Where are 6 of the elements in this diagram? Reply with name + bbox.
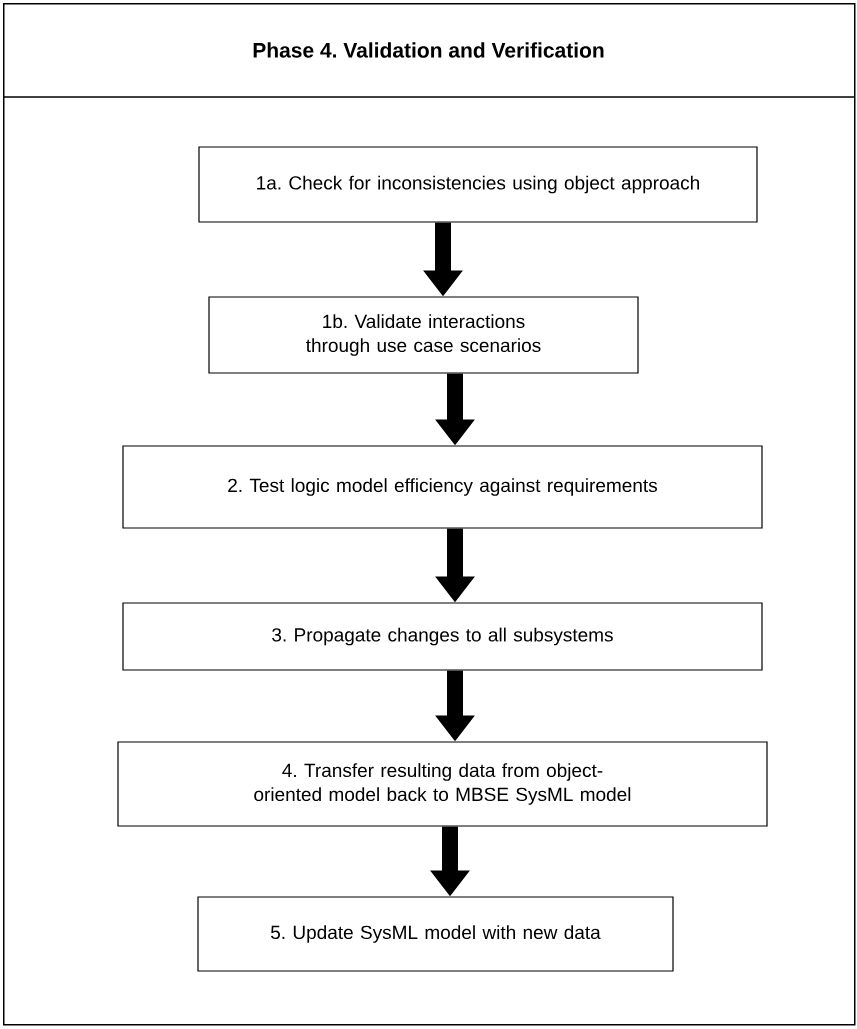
process-box: 1a. Check for inconsistencies using object approach [198,146,758,223]
process-box: 1b. Validate interactions through use case scenarios [208,296,639,374]
process-box: 5. Update SysML model with new data [197,896,674,972]
process-box: 3. Propagate changes to all subsystems [122,602,763,671]
process-box: 2. Test logic model efficiency against requirements [122,445,763,529]
process-box: 4. Transfer resulting data from object-oriented model back to MBSE SysML model [117,741,768,827]
